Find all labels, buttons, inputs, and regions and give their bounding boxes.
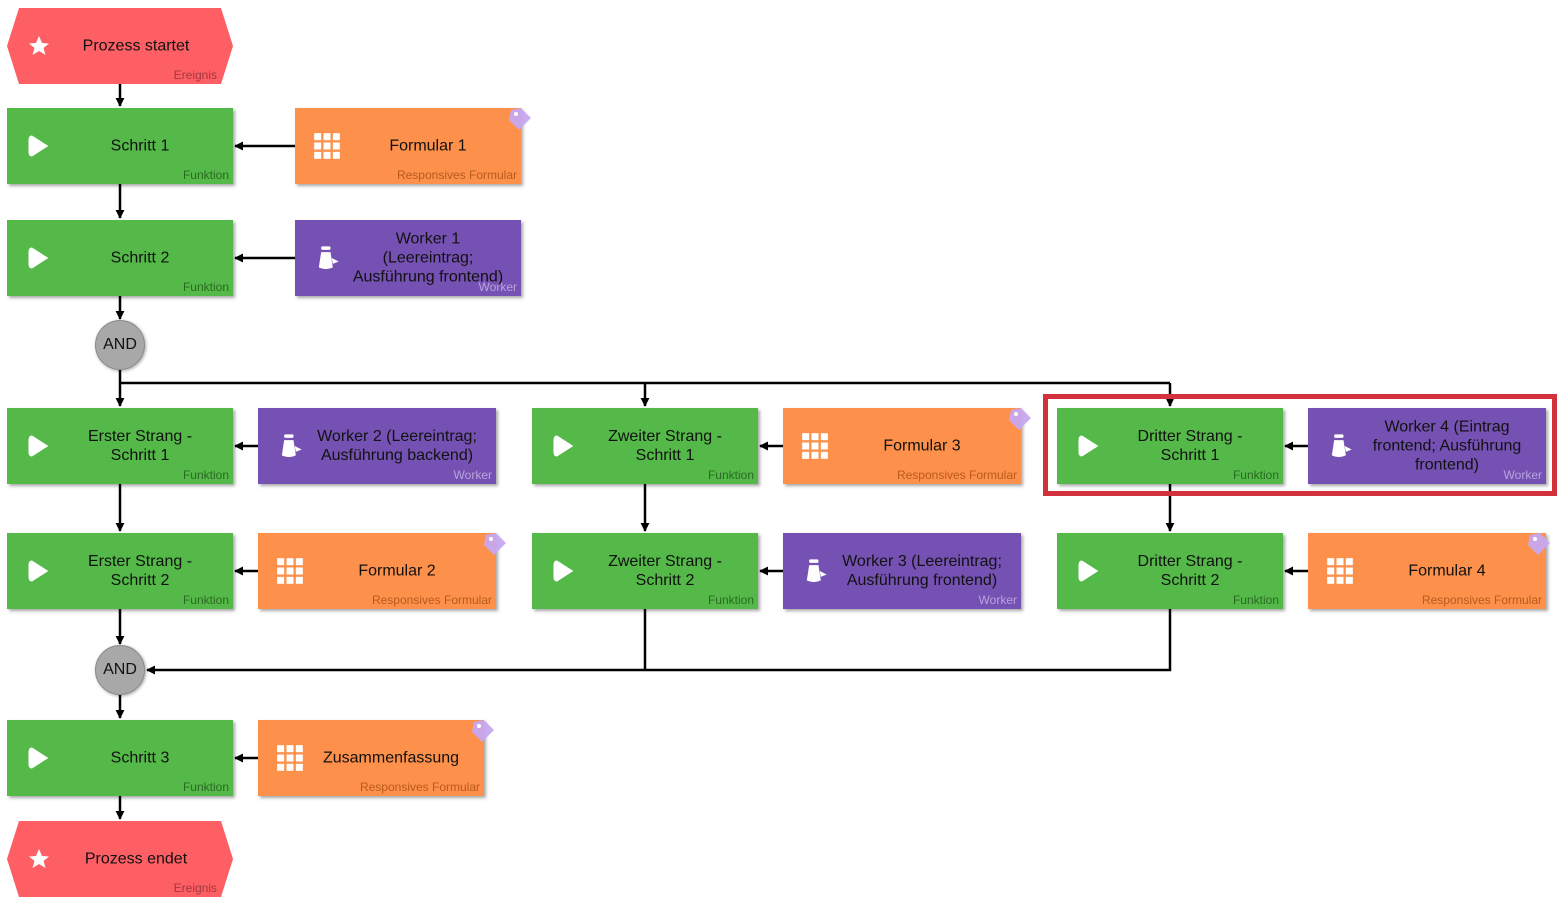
node-title: Prozess endet	[84, 850, 188, 868]
node-zweiter-strang-schritt-1[interactable]: Zweiter Strang - Schritt 1 Funktion	[532, 408, 758, 484]
node-title: Worker 2 (Leereintrag; Ausführung backen…	[317, 428, 477, 464]
play-icon	[28, 247, 49, 269]
node-type: Ereignis	[173, 881, 217, 895]
node-type: Responsives Formular	[359, 780, 480, 794]
node-erster-strang-schritt-1[interactable]: Erster Strang - Schritt 1 Funktion	[7, 408, 233, 484]
node-title: Formular 3	[883, 437, 961, 455]
node-type: Funktion	[182, 468, 229, 482]
node-type: Funktion	[707, 593, 754, 607]
gateway-label: AND	[103, 336, 137, 353]
node-worker-1[interactable]: Worker 1 (Leereintrag; Ausführung fronte…	[295, 220, 521, 296]
node-title: Formular 1	[389, 137, 467, 155]
node-title: Schritt 2	[110, 249, 170, 267]
event-shape	[7, 821, 233, 897]
node-type: Responsives Formular	[396, 168, 517, 182]
node-title: Prozess startet	[82, 37, 190, 55]
gateway-and-join[interactable]: AND	[95, 645, 145, 695]
node-title: Zweiter Strang - Schritt 2	[608, 553, 722, 589]
worker-icon	[1331, 434, 1352, 458]
play-icon	[28, 435, 49, 457]
node-type: Responsives Formular	[371, 593, 492, 607]
node-type: Worker	[1503, 468, 1542, 482]
play-icon	[1078, 435, 1099, 457]
node-type: Funktion	[182, 280, 229, 294]
node-title: Worker 1 (Leereintrag; Ausführung fronte…	[352, 230, 504, 286]
node-formular-1[interactable]: Formular 1 Responsives Formular	[295, 108, 531, 184]
node-title: Schritt 1	[110, 137, 170, 155]
node-zusammenfassung[interactable]: Zusammenfassung Responsives Formular	[258, 720, 494, 796]
node-schritt-2[interactable]: Schritt 2 Funktion	[7, 220, 233, 296]
worker-icon	[281, 434, 302, 458]
node-type: Ereignis	[173, 68, 217, 82]
node-type: Responsives Formular	[896, 468, 1017, 482]
play-icon	[553, 560, 574, 582]
node-type: Funktion	[182, 168, 229, 182]
node-title: Dritter Strang - Schritt 2	[1137, 553, 1243, 589]
play-icon	[28, 747, 49, 769]
node-type: Funktion	[1232, 468, 1279, 482]
worker-icon	[806, 559, 827, 583]
node-erster-strang-schritt-2[interactable]: Erster Strang - Schritt 2 Funktion	[7, 533, 233, 609]
highlight-frame	[1043, 394, 1557, 496]
gateway-label: AND	[103, 661, 137, 678]
node-title: Worker 3 (Leereintrag; Ausführung fronte…	[842, 553, 1002, 589]
node-worker-4[interactable]: Worker 4 (Eintrag frontend; Ausführung f…	[1308, 408, 1546, 484]
node-zweiter-strang-schritt-2[interactable]: Zweiter Strang - Schritt 2 Funktion	[532, 533, 758, 609]
grid-icon	[1327, 558, 1353, 584]
node-dritter-strang-schritt-1[interactable]: Dritter Strang - Schritt 1 Funktion	[1057, 408, 1283, 484]
node-formular-3[interactable]: Formular 3 Responsives Formular	[783, 408, 1031, 484]
tag-icon	[484, 533, 506, 555]
node-worker-3[interactable]: Worker 3 (Leereintrag; Ausführung fronte…	[783, 533, 1021, 609]
node-dritter-strang-schritt-2[interactable]: Dritter Strang - Schritt 2 Funktion	[1057, 533, 1283, 609]
play-icon	[553, 435, 574, 457]
node-type: Funktion	[182, 593, 229, 607]
gateway-and-split[interactable]: AND	[95, 320, 145, 370]
node-start[interactable]: Prozess startet Ereignis	[7, 8, 233, 84]
event-shape	[7, 8, 233, 84]
node-title: Schritt 3	[110, 749, 170, 767]
node-title: Dritter Strang - Schritt 1	[1137, 428, 1243, 464]
node-title: Erster Strang - Schritt 1	[87, 428, 193, 464]
node-type: Worker	[978, 593, 1017, 607]
node-title: Zweiter Strang - Schritt 1	[608, 428, 722, 464]
grid-icon	[277, 558, 303, 584]
node-type: Worker	[453, 468, 492, 482]
node-title: Erster Strang - Schritt 2	[87, 553, 193, 589]
star-icon	[29, 849, 49, 868]
play-icon	[1078, 560, 1099, 582]
play-icon	[28, 135, 49, 157]
grid-icon	[277, 745, 303, 771]
node-title: Worker 4 (Eintrag frontend; Ausführung f…	[1372, 418, 1522, 474]
tag-icon	[509, 108, 531, 130]
node-title: Zusammenfassung	[322, 749, 460, 767]
node-worker-2[interactable]: Worker 2 (Leereintrag; Ausführung backen…	[258, 408, 496, 484]
worker-icon	[318, 246, 339, 270]
star-icon	[29, 36, 49, 55]
tag-icon	[1528, 533, 1550, 555]
node-formular-4[interactable]: Formular 4 Responsives Formular	[1308, 533, 1550, 609]
node-title: Formular 2	[358, 562, 436, 580]
node-type: Funktion	[182, 780, 229, 794]
node-type: Worker	[478, 280, 517, 294]
tag-icon	[1009, 408, 1031, 430]
node-end[interactable]: Prozess endet Ereignis	[7, 821, 233, 897]
node-type: Funktion	[707, 468, 754, 482]
node-type: Responsives Formular	[1421, 593, 1542, 607]
node-title: Formular 4	[1408, 562, 1486, 580]
node-formular-2[interactable]: Formular 2 Responsives Formular	[258, 533, 506, 609]
tag-icon	[472, 720, 494, 742]
grid-icon	[314, 133, 340, 159]
node-schritt-1[interactable]: Schritt 1 Funktion	[7, 108, 233, 184]
play-icon	[28, 560, 49, 582]
node-type: Funktion	[1232, 593, 1279, 607]
node-schritt-3[interactable]: Schritt 3 Funktion	[7, 720, 233, 796]
edge-dritter2-join	[146, 609, 1172, 675]
grid-icon	[802, 433, 828, 459]
